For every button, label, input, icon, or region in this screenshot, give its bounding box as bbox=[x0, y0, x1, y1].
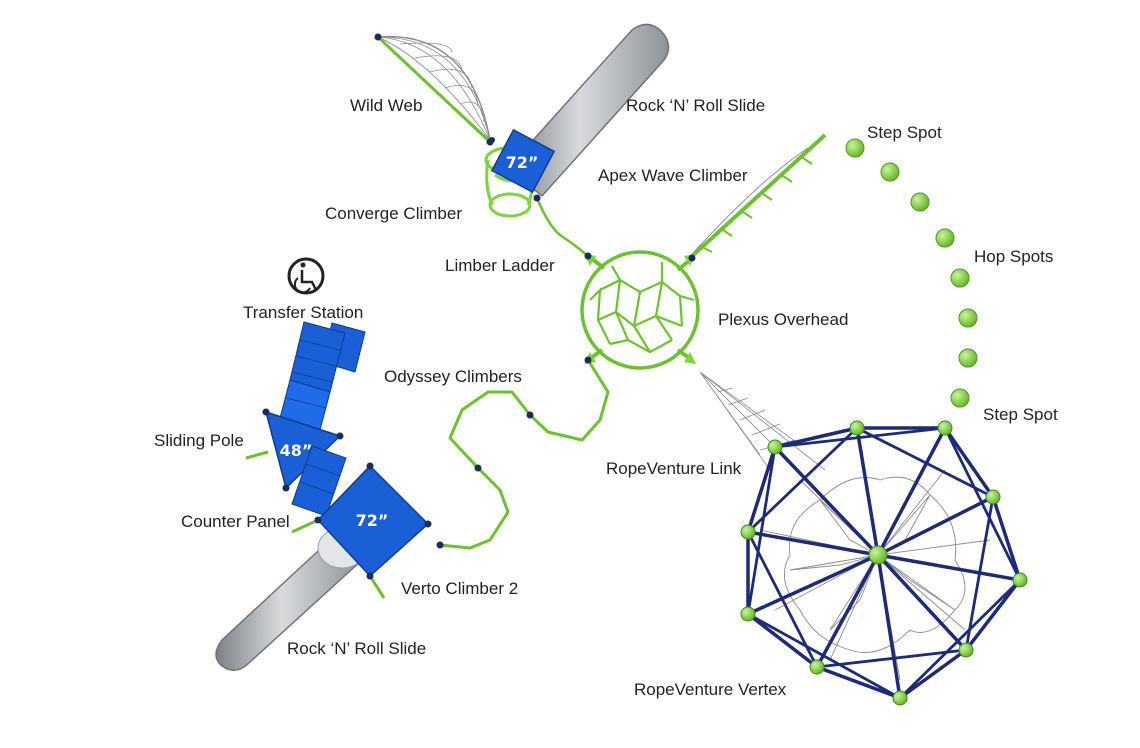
label-sliding-pole: Sliding Pole bbox=[154, 431, 244, 450]
bottom-deck: 72” bbox=[291, 464, 430, 599]
apex-wave-climber bbox=[688, 133, 827, 260]
posts bbox=[262, 33, 696, 580]
label-hop-spots: Hop Spots bbox=[974, 247, 1054, 266]
label-verto-climber: Verto Climber 2 bbox=[401, 579, 519, 598]
label-ropeventure-link: RopeVenture Link bbox=[606, 459, 742, 478]
label-odyssey-climbers: Odyssey Climbers bbox=[384, 367, 522, 386]
label-transfer-station: Transfer Station bbox=[243, 303, 364, 322]
wild-web-bar bbox=[376, 35, 492, 144]
top-deck: 72” bbox=[490, 128, 556, 194]
wheelchair-icon bbox=[287, 257, 325, 295]
label-converge-climber: Converge Climber bbox=[325, 204, 462, 223]
label-counter-panel: Counter Panel bbox=[181, 512, 290, 531]
label-ropeventure-vertex: RopeVenture Vertex bbox=[634, 680, 787, 699]
label-step-spot-top: Step Spot bbox=[867, 123, 942, 142]
step-hop-spots bbox=[845, 138, 978, 408]
top-deck-height: 72” bbox=[506, 153, 539, 172]
bottom-deck-height: 72” bbox=[356, 511, 389, 530]
label-wild-web: Wild Web bbox=[350, 96, 423, 115]
sliding-pole bbox=[245, 450, 269, 460]
ropeventure-link bbox=[699, 371, 826, 471]
plexus-overhead bbox=[580, 250, 700, 370]
label-plexus-overhead: Plexus Overhead bbox=[718, 310, 849, 329]
label-rock-roll-slide-top: Rock ‘N’ Roll Slide bbox=[626, 96, 766, 115]
counter-panel bbox=[291, 518, 319, 534]
label-apex-wave-climber: Apex Wave Climber bbox=[598, 166, 748, 185]
label-rock-roll-slide-bottom: Rock ‘N’ Roll Slide bbox=[287, 639, 427, 658]
verto-climber bbox=[368, 575, 386, 599]
odyssey-climbers bbox=[439, 359, 610, 550]
mid-deck: 48” bbox=[245, 410, 342, 490]
label-step-spot-bottom: Step Spot bbox=[983, 405, 1058, 424]
ropeventure-vertex bbox=[740, 420, 1028, 706]
odyssey-posts bbox=[436, 356, 592, 549]
label-limber-ladder: Limber Ladder bbox=[445, 256, 555, 275]
limber-ladder bbox=[535, 197, 589, 257]
transfer-station bbox=[279, 321, 366, 431]
mid-deck-height: 48” bbox=[280, 441, 313, 460]
